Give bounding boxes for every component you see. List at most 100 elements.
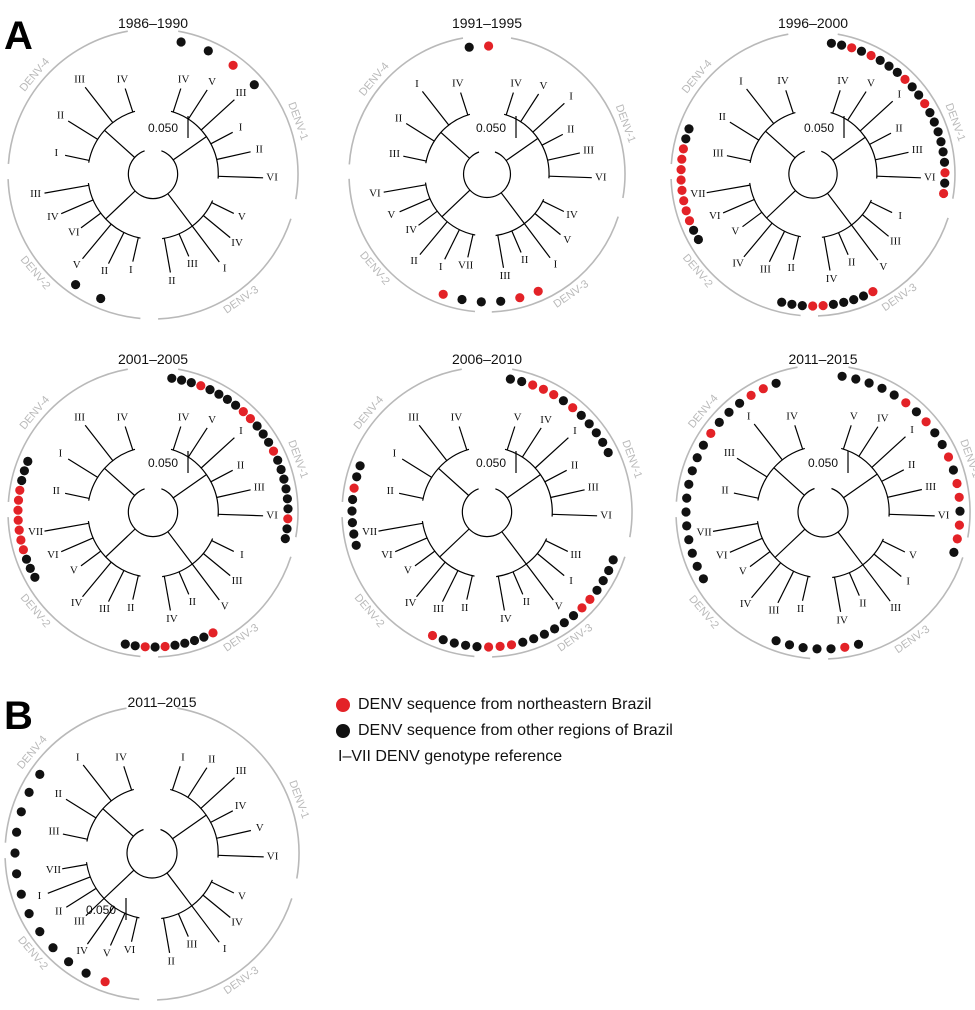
sample-dot-other — [539, 629, 550, 639]
clade-arc — [7, 368, 128, 502]
genotype-label: III — [236, 87, 247, 99]
clade-arc — [341, 517, 475, 658]
genotype-label: I — [223, 943, 227, 955]
sample-dot-northeastern — [847, 43, 857, 53]
genotype-label: III — [389, 148, 400, 160]
genotype-label: IV — [117, 73, 129, 85]
sample-dot-other — [692, 453, 702, 463]
sample-dot-other — [449, 638, 459, 648]
clade-label: DENV-1 — [613, 103, 638, 144]
genotype-label: V — [867, 78, 875, 90]
genotype-label: VI — [266, 510, 278, 522]
genotype-label: IV — [510, 78, 522, 90]
genotype-label: II — [387, 485, 395, 497]
sample-dot-other — [682, 521, 692, 531]
clade-arc — [670, 178, 801, 317]
genotype-label: V — [387, 209, 395, 221]
sample-dot-northeastern — [954, 492, 964, 502]
genotype-label: VII — [28, 526, 44, 538]
sample-dot-other — [559, 618, 569, 628]
genotype-label: IV — [540, 414, 552, 426]
genotype-label: II — [168, 955, 176, 967]
sample-dot-other — [693, 234, 704, 245]
genotype-label: V — [879, 261, 887, 273]
clade-arc — [178, 368, 299, 538]
sample-dot-northeastern — [549, 390, 559, 400]
sample-dot-northeastern — [506, 640, 517, 650]
genotype-label: IV — [115, 751, 127, 763]
sample-dot-northeastern — [677, 154, 687, 164]
sample-dot-northeastern — [954, 520, 965, 530]
sample-dot-northeastern — [16, 535, 26, 545]
genotype-label: I — [906, 576, 910, 588]
genotype-label: II — [256, 143, 264, 155]
legend: DENV sequence from northeastern Brazil D… — [334, 692, 754, 770]
genotype-label: IV — [826, 273, 838, 285]
sample-dot-other — [21, 554, 32, 564]
genotype-label: III — [760, 263, 771, 275]
sample-dot-other — [684, 535, 694, 545]
sample-dot-other — [875, 55, 885, 65]
genotype-label: II — [521, 254, 529, 266]
genotype-label: IV — [178, 411, 190, 423]
genotype-label: III — [232, 575, 243, 587]
genotype-label: III — [187, 258, 198, 270]
scale-label: 0.050 — [808, 456, 838, 470]
sample-dot-other — [608, 555, 618, 565]
root-arc — [797, 487, 849, 538]
sample-dot-northeastern — [140, 642, 150, 652]
genotype-label: IV — [740, 598, 752, 610]
genotype-label: VI — [381, 549, 393, 561]
genotype-label: II — [523, 596, 531, 608]
sample-dot-other — [505, 374, 515, 384]
clade-arc — [828, 557, 964, 660]
genotype-label: II — [788, 262, 796, 274]
sample-dot-other — [948, 465, 959, 475]
genotype-label: V — [73, 259, 81, 271]
sample-dot-other — [558, 396, 569, 406]
genotype-label: III — [186, 938, 197, 950]
sample-dot-other — [839, 297, 849, 307]
genotype-label: VI — [709, 210, 721, 222]
genotype-label: IV — [71, 597, 83, 609]
legend-row-other: DENV sequence from other regions of Braz… — [334, 718, 754, 744]
sample-dot-northeastern — [533, 286, 543, 296]
genotype-label: V — [850, 410, 858, 422]
sample-dot-other — [858, 291, 869, 301]
red-dot-icon — [336, 698, 350, 712]
sample-dot-northeastern — [952, 534, 962, 544]
sample-dot-northeastern — [585, 594, 595, 605]
clade-branch — [162, 538, 214, 578]
sample-dot-other — [205, 385, 215, 395]
clade-branch — [757, 447, 805, 501]
genotype-label: V — [238, 211, 246, 223]
sample-dot-northeastern — [746, 390, 756, 400]
sample-dot-northeastern — [868, 287, 878, 297]
sample-dot-northeastern — [528, 380, 538, 390]
genotype-label: I — [415, 78, 419, 90]
sample-dot-other — [64, 957, 74, 967]
genotype-label: IV — [786, 410, 798, 422]
genotype-label: III — [890, 236, 901, 248]
genotype-label: I — [569, 91, 573, 103]
genotype-label: V — [208, 414, 216, 426]
genotype-label: II — [55, 906, 63, 918]
clade-branch — [749, 182, 801, 238]
sample-dot-other — [771, 378, 781, 388]
genotype-label: I — [910, 424, 914, 436]
clade-arc — [670, 33, 789, 165]
clade-branch — [421, 521, 475, 577]
clade-arc — [491, 216, 619, 313]
sample-dot-other — [351, 540, 361, 550]
genotype-label: VII — [46, 864, 62, 876]
genotype-label: I — [239, 122, 243, 134]
genotype-label: V — [909, 549, 917, 561]
sample-dot-other — [199, 632, 209, 642]
clade-arc — [341, 368, 462, 502]
genotype-label: VI — [924, 172, 936, 184]
sample-dot-other — [568, 611, 579, 621]
clade-arc — [157, 898, 293, 1001]
clade-arc — [177, 707, 300, 879]
